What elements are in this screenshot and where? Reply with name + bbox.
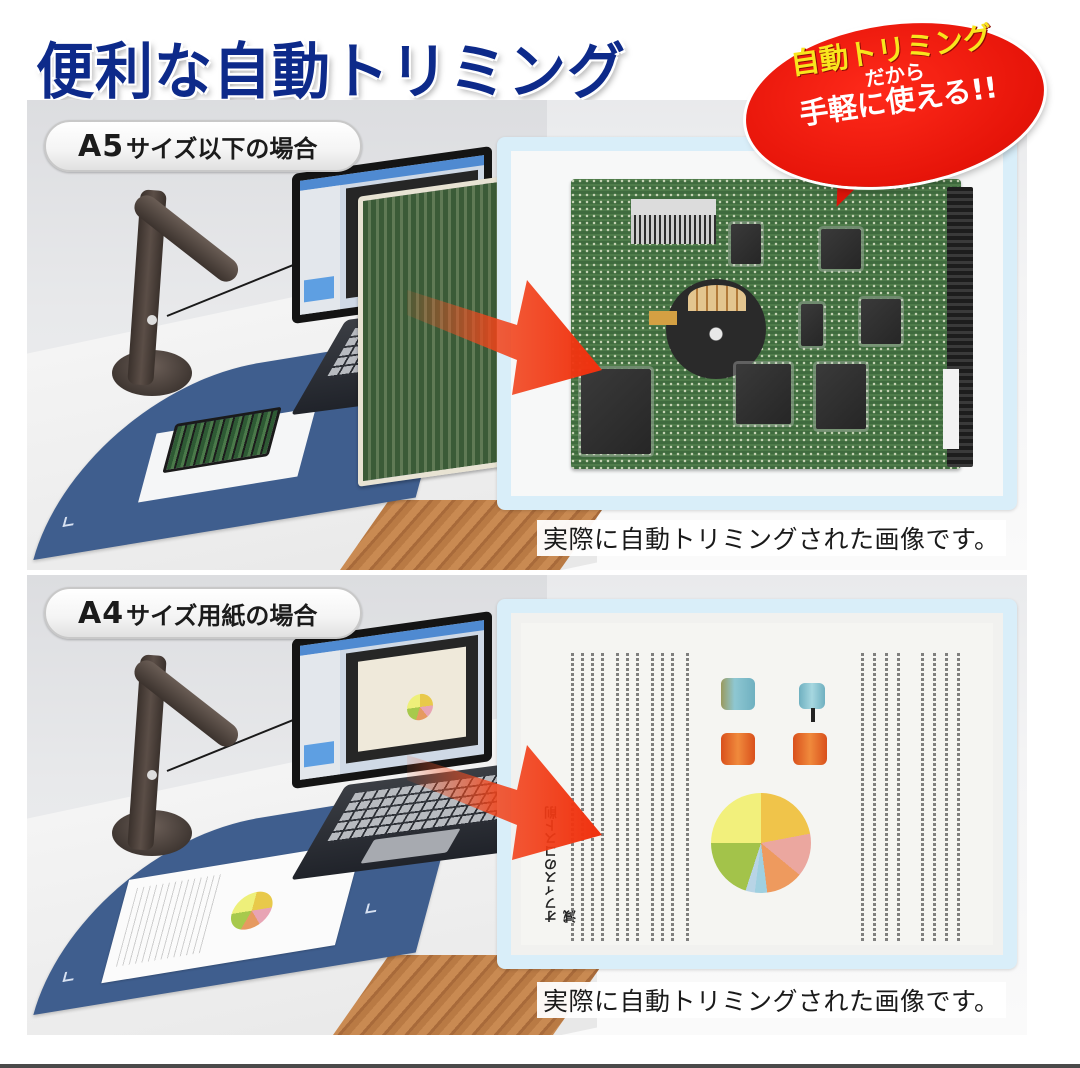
- text-column: [957, 653, 960, 943]
- software-scan-button: [304, 741, 334, 768]
- scanner-button: [147, 770, 157, 780]
- bottom-divider: [0, 1064, 1080, 1068]
- pcb-heatsink: [631, 199, 716, 244]
- text-column: [661, 653, 664, 943]
- section-label-a5: A5 サイズ以下の場合: [44, 120, 362, 172]
- diagram-cylinder-orange: [793, 733, 827, 765]
- software-sidebar: [300, 650, 340, 780]
- cropped-image-a5: [511, 151, 1003, 496]
- diagram-stem: [811, 708, 815, 722]
- pcb-chip: [801, 304, 823, 346]
- diagram-cylinder-blue: [721, 678, 755, 710]
- result-frame-a5: [497, 137, 1017, 510]
- pcb-flex-cable: [649, 311, 677, 325]
- text-column: [571, 653, 574, 943]
- section-a4: A4 サイズ用紙の場合 オフィスのコスト削減: [27, 575, 1027, 1035]
- result-caption: 実際に自動トリミングされた画像です。: [537, 982, 1006, 1018]
- result-caption: 実際に自動トリミングされた画像です。: [537, 520, 1006, 556]
- result-frame-a4: オフィスのコスト削減: [497, 599, 1017, 969]
- pcb-chip: [861, 299, 901, 344]
- mat-corner-mark: [62, 515, 76, 527]
- text-column: [591, 653, 594, 943]
- text-column: [885, 653, 888, 943]
- mat-corner-mark: [62, 970, 76, 982]
- pcb-main-chip: [581, 369, 651, 454]
- label-size: A4: [78, 595, 125, 631]
- text-column: [686, 653, 689, 943]
- pcb-chip: [736, 364, 791, 424]
- circuit-board-image: [571, 179, 973, 469]
- mat-corner-mark: [365, 902, 379, 914]
- text-column: [636, 653, 639, 943]
- pcb-label-sticker: [943, 369, 959, 449]
- pcb-chip: [821, 229, 861, 269]
- text-column: [933, 653, 936, 943]
- software-scan-button: [304, 276, 334, 303]
- text-column: [671, 653, 674, 943]
- document-image: オフィスのコスト削減: [521, 623, 993, 945]
- text-column: [651, 653, 654, 943]
- arrow-right-icon: [407, 280, 602, 395]
- pcb-chip: [731, 224, 761, 264]
- headline: 便利な自動トリミング: [36, 35, 627, 107]
- text-column: [945, 653, 948, 943]
- text-column: [581, 653, 584, 943]
- diagram-cylinder-orange: [721, 733, 755, 765]
- pcb-chip: [816, 364, 866, 429]
- software-sidebar: [300, 185, 340, 315]
- preview-pie-chart: [406, 691, 433, 722]
- scanner-button: [147, 315, 157, 325]
- label-size: A5: [78, 128, 125, 164]
- text-column: [897, 653, 900, 943]
- label-text: サイズ用紙の場合: [126, 601, 318, 630]
- text-column: [626, 653, 629, 943]
- text-column: [601, 653, 604, 943]
- document-pie-chart: [711, 793, 811, 893]
- document-text-lines: [115, 874, 223, 967]
- text-column: [616, 653, 619, 943]
- pcb-spindle-motor: [666, 279, 766, 379]
- label-text: サイズ以下の場合: [126, 134, 318, 163]
- section-label-a4: A4 サイズ用紙の場合: [44, 587, 362, 639]
- document-pie-chart: [226, 888, 277, 933]
- arrow-right-icon: [407, 745, 602, 860]
- text-column: [921, 653, 924, 943]
- text-column: [861, 653, 864, 943]
- text-column: [873, 653, 876, 943]
- cropped-image-a4: オフィスのコスト削減: [511, 613, 1003, 955]
- diagram-cylinder-blue: [799, 683, 825, 709]
